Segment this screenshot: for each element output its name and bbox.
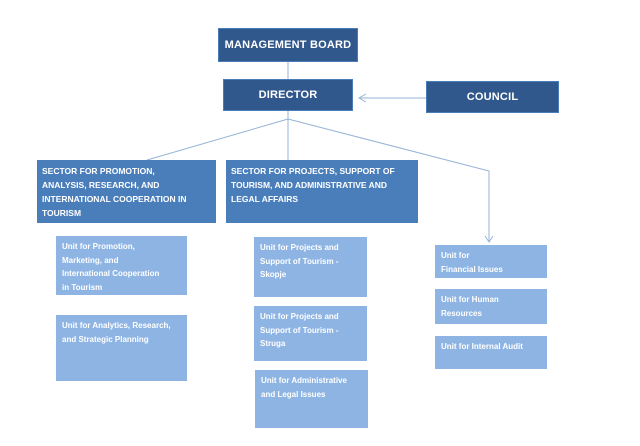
left-arrowhead-icon xyxy=(357,93,367,103)
node-unit-financial: Unit for Financial Issues xyxy=(435,245,547,278)
node-sector-promotion: SECTOR FOR PROMOTION, ANALYSIS, RESEARCH… xyxy=(37,160,216,223)
node-unit-admin-legal: Unit for Administrative and Legal Issues xyxy=(255,370,368,428)
node-unit-projects-struga: Unit for Projects and Support of Tourism… xyxy=(254,306,367,361)
node-unit-hr: Unit for Human Resources xyxy=(435,289,547,324)
node-management-board: MANAGEMENT BOARD xyxy=(218,28,358,62)
connector-director-units-right xyxy=(287,118,494,243)
node-council: COUNCIL xyxy=(426,81,559,113)
node-unit-analytics: Unit for Analytics, Research, and Strate… xyxy=(56,315,187,381)
connector-council-director xyxy=(357,93,426,103)
node-sector-projects: SECTOR FOR PROJECTS, SUPPORT OF TOURISM,… xyxy=(226,160,418,223)
connector-director-sector-promotion xyxy=(146,118,289,161)
node-unit-projects-skopje: Unit for Projects and Support of Tourism… xyxy=(254,237,367,297)
node-unit-promotion-marketing: Unit for Promotion, Marketing, and Inter… xyxy=(56,236,187,295)
down-arrowhead-icon xyxy=(484,235,494,243)
node-director: DIRECTOR xyxy=(223,79,353,111)
node-unit-internal-audit: Unit for Internal Audit xyxy=(435,336,547,369)
